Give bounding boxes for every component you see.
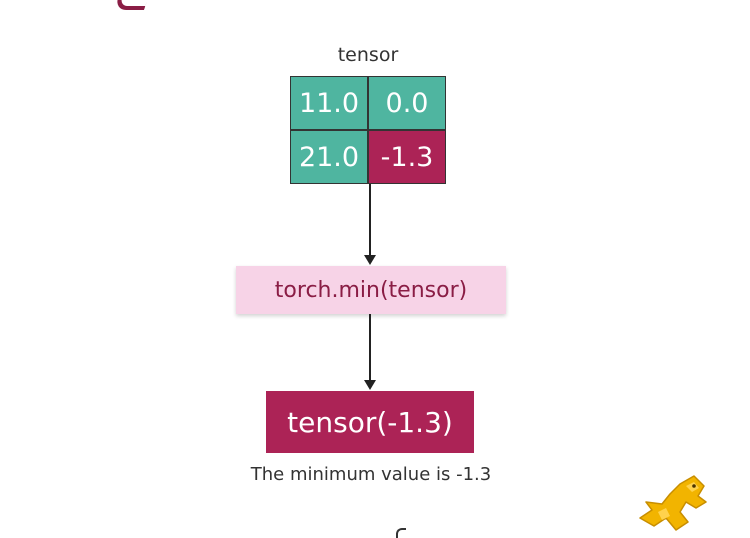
tensor-cell-r0-c0: 11.0	[290, 76, 368, 130]
arrow-head-down-icon	[364, 255, 376, 265]
cropped-glyph	[114, 0, 152, 10]
tensor-cell-r1-c0: 21.0	[290, 130, 368, 184]
function-call-box: torch.min(tensor)	[236, 266, 506, 314]
yellow-mascot-icon	[639, 475, 707, 531]
input-tensor-label: tensor	[337, 44, 399, 66]
arrow-function-to-result	[369, 314, 371, 381]
result-tensor-box: tensor(-1.3)	[266, 391, 474, 453]
tensor-cell-r1-c1-min: -1.3	[368, 130, 446, 184]
result-caption: The minimum value is -1.3	[250, 464, 492, 485]
input-tensor-grid: 11.0 0.0 21.0 -1.3	[290, 76, 446, 184]
result-tensor-label: tensor(-1.3)	[287, 405, 453, 439]
cropped-glyph	[396, 528, 406, 538]
arrow-grid-to-function	[369, 184, 371, 256]
tensor-cell-r0-c1: 0.0	[368, 76, 446, 130]
function-call-label: torch.min(tensor)	[274, 277, 468, 303]
arrow-head-down-icon	[364, 380, 376, 390]
